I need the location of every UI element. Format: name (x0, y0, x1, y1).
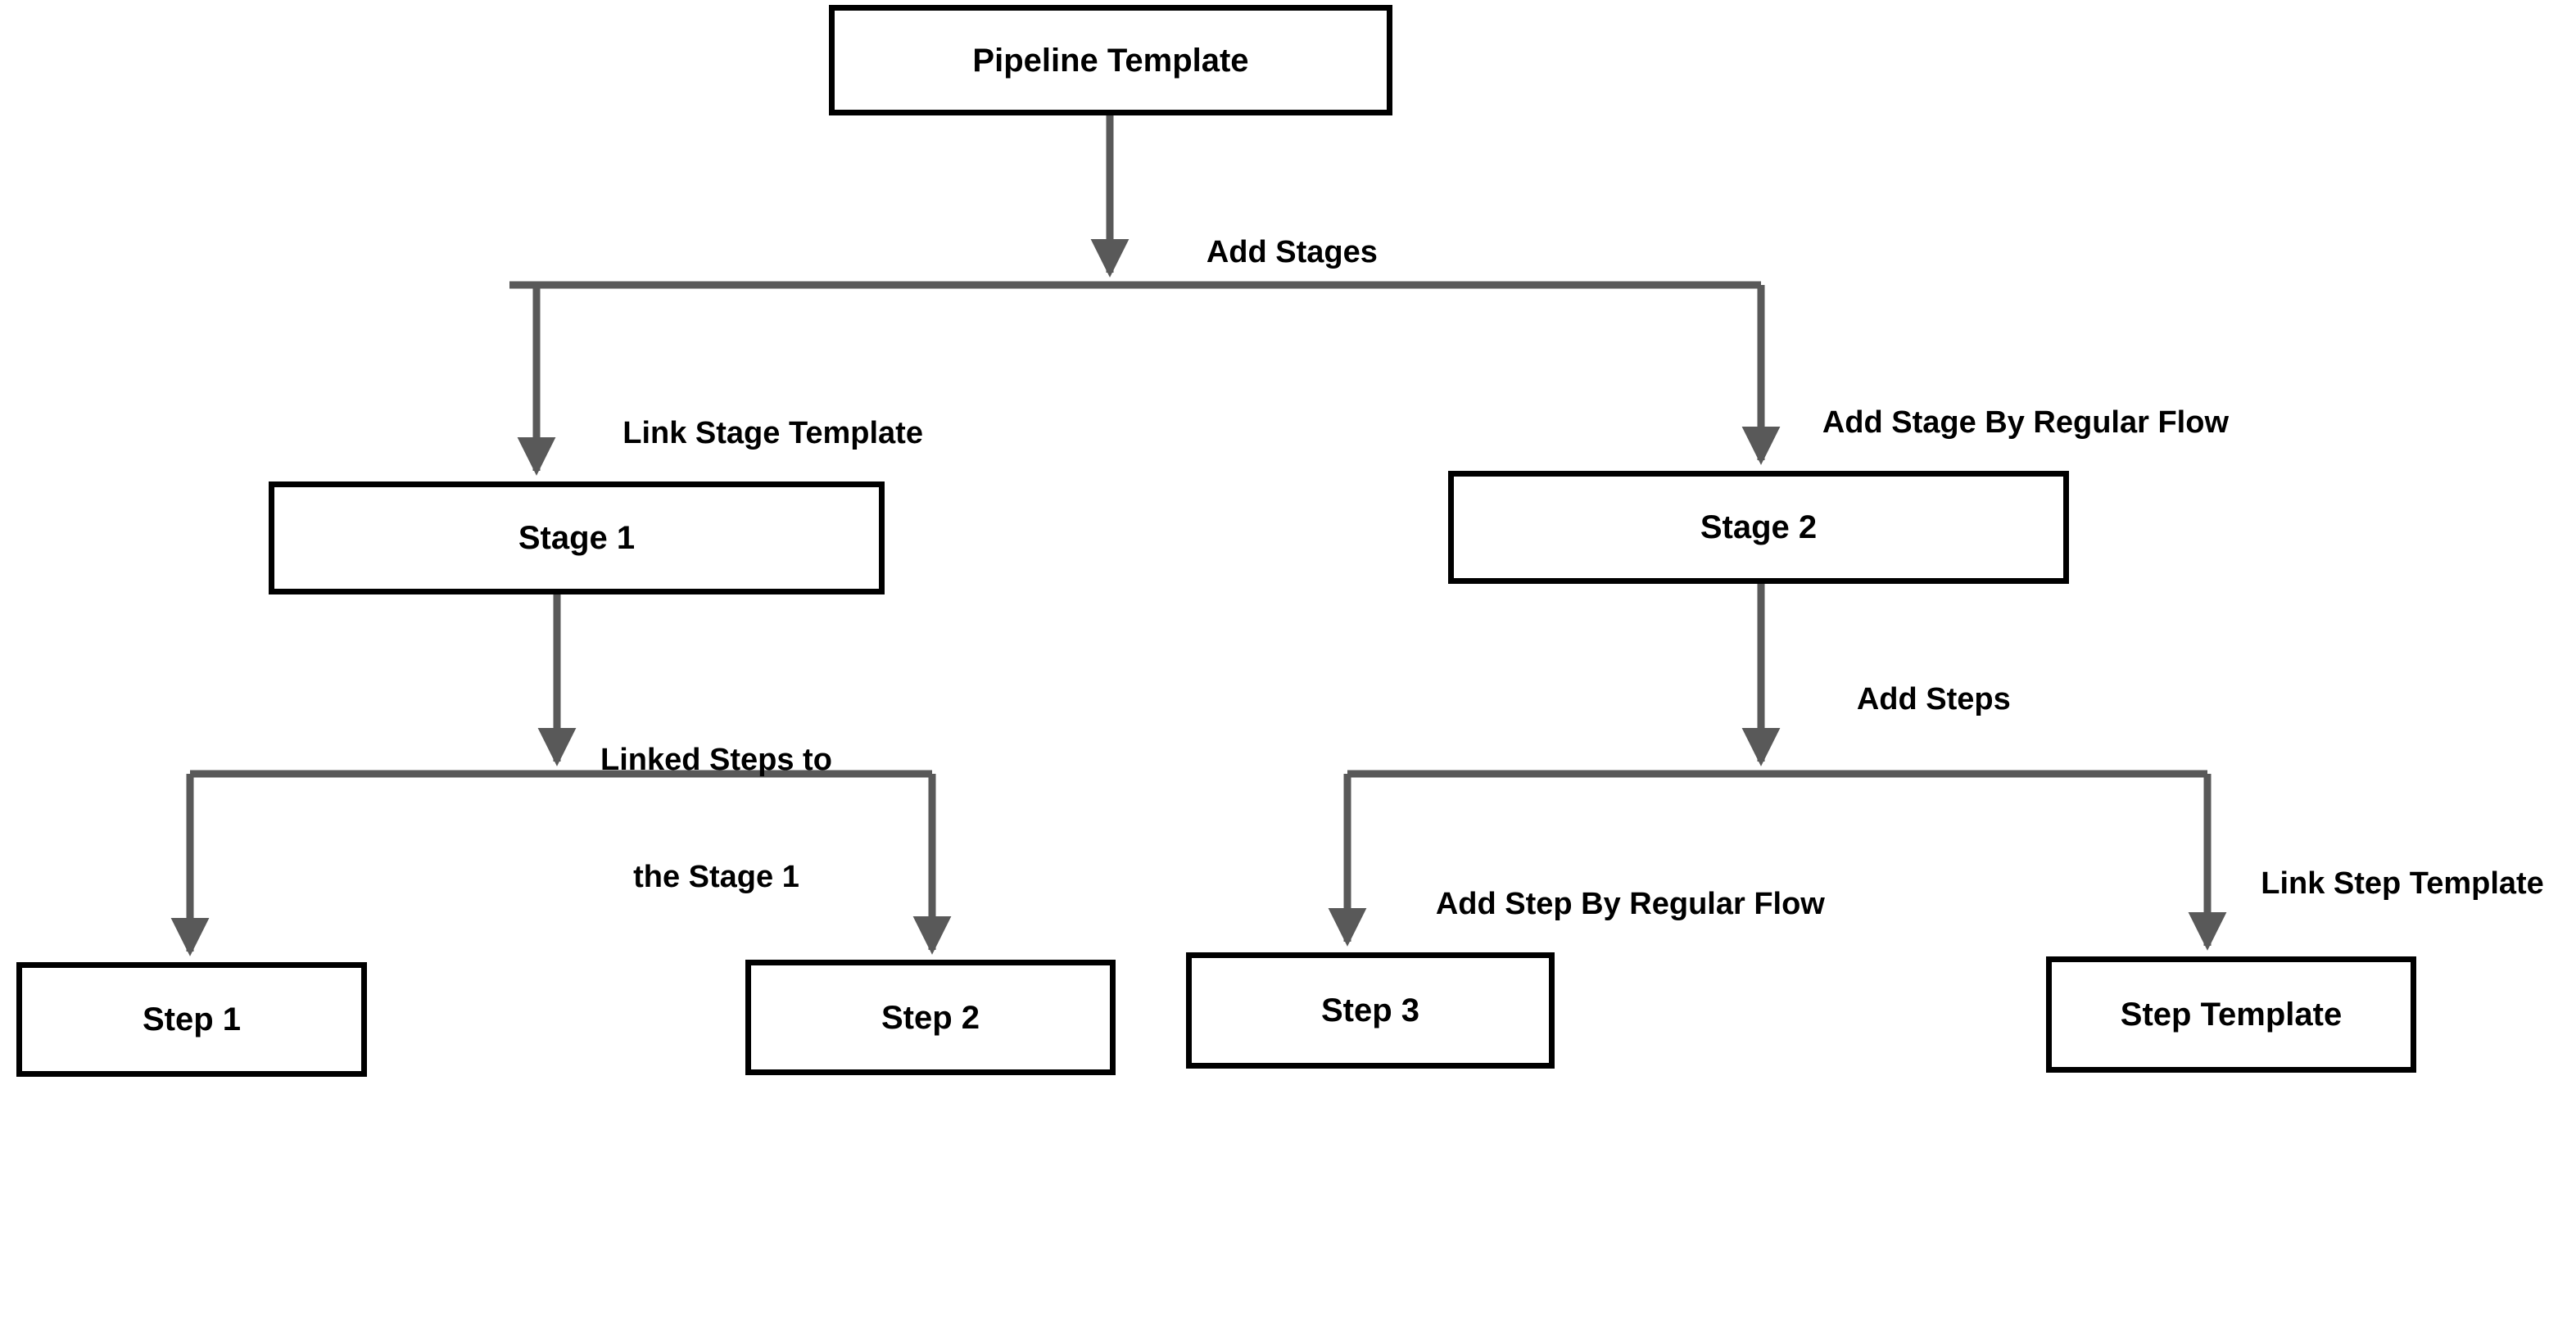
edge-label-add-step-regular-flow: Add Step By Regular Flow (1402, 846, 1825, 963)
edge-label-add-stage-regular-flow-text: Add Stage By Regular Flow (1822, 405, 2229, 440)
node-label-stage-1: Stage 1 (518, 520, 636, 556)
node-step-template[interactable]: Step Template (2046, 956, 2416, 1073)
node-pipeline-template[interactable]: Pipeline Template (829, 5, 1392, 115)
edge-label-link-step-template: Link Step Template (2226, 825, 2544, 943)
node-step-2[interactable]: Step 2 (745, 960, 1116, 1075)
node-label-step-3: Step 3 (1320, 992, 1420, 1028)
edge-label-link-stage-template-text: Link Stage Template (622, 415, 923, 450)
node-label-step-template: Step Template (2120, 997, 2343, 1033)
node-label-step-2: Step 2 (881, 999, 980, 1036)
edge-label-add-stages: Add Stages (1173, 194, 1378, 311)
edge-label-link-step-template-text: Link Step Template (2261, 866, 2544, 901)
edge-label-add-stages-text: Add Stages (1206, 234, 1378, 269)
node-stage-1[interactable]: Stage 1 (269, 481, 885, 594)
edge-label-add-steps: Add Steps (1823, 641, 2011, 758)
node-label-step-1: Step 1 (142, 1001, 242, 1037)
node-label-pipeline-template: Pipeline Template (972, 42, 1249, 79)
edge-label-linked-steps-line-1: Linked Steps to (600, 743, 832, 777)
edge-label-add-stage-regular-flow: Add Stage By Regular Flow (1789, 364, 2229, 481)
node-label-stage-2: Stage 2 (1700, 509, 1818, 545)
edge-label-linked-steps: Linked Steps to the Stage 1 (600, 663, 832, 974)
node-step-1[interactable]: Step 1 (16, 962, 367, 1077)
edge-label-link-stage-template: Link Stage Template (588, 375, 923, 492)
node-stage-2[interactable]: Stage 2 (1448, 471, 2069, 584)
edge-label-linked-steps-line-2: the Stage 1 (633, 859, 799, 894)
edge-label-add-steps-text: Add Steps (1856, 681, 2011, 716)
edge-label-add-step-regular-flow-text: Add Step By Regular Flow (1435, 886, 1825, 921)
node-step-3[interactable]: Step 3 (1186, 952, 1555, 1069)
